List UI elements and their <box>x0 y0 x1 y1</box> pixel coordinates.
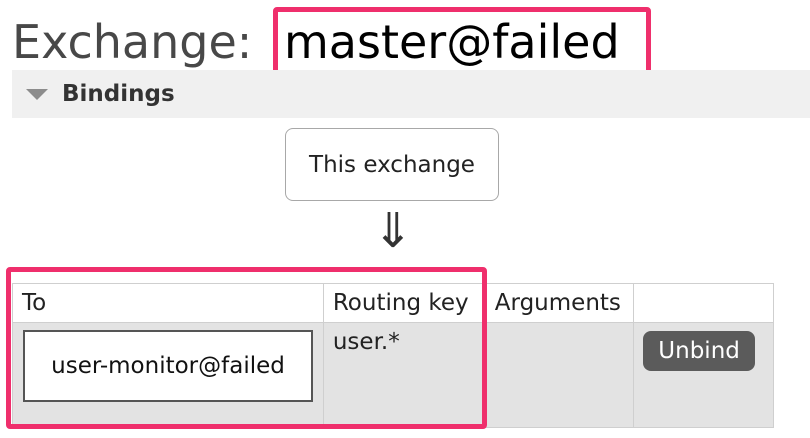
bindings-section-header[interactable]: Bindings <box>12 70 810 118</box>
double-arrow-down-icon: ⇓ <box>372 203 414 259</box>
bindings-section-title[interactable]: Bindings <box>62 81 175 107</box>
header-arguments: Arguments <box>484 283 635 323</box>
this-exchange-box: This exchange <box>285 128 499 201</box>
destination-cell: user-monitor@failed <box>12 322 324 428</box>
exchange-name: master@failed <box>284 15 620 69</box>
header-action <box>633 283 774 323</box>
routing-key-cell: user.* <box>322 322 486 428</box>
unbind-button[interactable]: Unbind <box>643 331 755 371</box>
arguments-cell <box>484 322 635 428</box>
routing-key-value: user.* <box>332 329 400 355</box>
action-cell: Unbind <box>633 322 774 428</box>
header-routing-key: Routing key <box>322 283 486 323</box>
destination-queue-link[interactable]: user-monitor@failed <box>23 330 313 402</box>
page-title-prefix: Exchange: <box>12 15 253 69</box>
triangle-down-icon[interactable] <box>26 89 48 100</box>
destination-highlight <box>6 267 487 429</box>
table-row: user-monitor@failed user.* Unbind <box>12 322 774 428</box>
bindings-table: To Routing key Arguments user-monitor@fa… <box>12 283 774 428</box>
